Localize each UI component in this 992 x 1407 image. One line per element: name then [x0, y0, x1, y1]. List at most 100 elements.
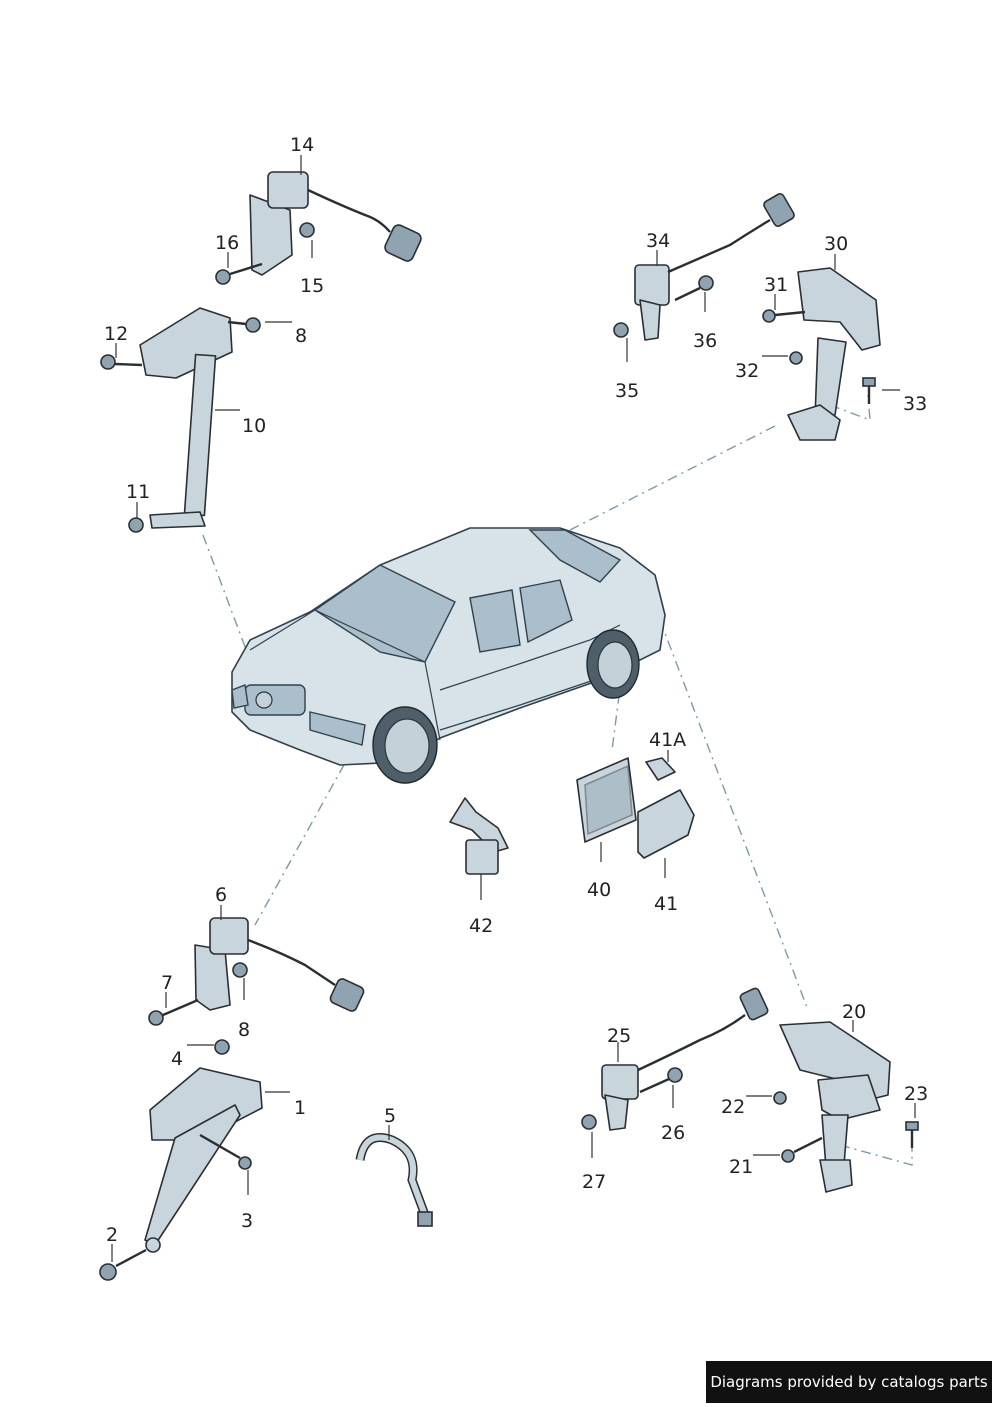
bolt-12-head — [100, 354, 116, 370]
nut-4 — [214, 1039, 230, 1055]
car-grille — [244, 684, 306, 716]
rod-1 — [144, 1104, 241, 1246]
bolt-26-shaft — [639, 1077, 670, 1094]
rod-1-end — [145, 1237, 161, 1253]
car-rear-rim — [597, 641, 633, 689]
car-front-rim — [384, 718, 430, 774]
callout-34: 34 — [646, 230, 671, 252]
control-unit-40 — [576, 757, 637, 843]
cable-tie-head — [417, 1211, 433, 1227]
bolt-31-head — [762, 309, 776, 323]
sensor-group-14 — [215, 171, 422, 285]
nut-8-lower — [232, 962, 248, 978]
link-front-left-sensor — [202, 534, 251, 661]
bolt-3-head — [238, 1156, 252, 1170]
callout-2: 2 — [106, 1224, 119, 1246]
sensor-6-wire — [247, 938, 336, 986]
callout-11: 11 — [126, 481, 151, 503]
sensor-group-20 — [581, 987, 919, 1193]
bolt-21-head — [781, 1149, 795, 1163]
clip-41a — [645, 757, 676, 781]
bolt-36-shaft — [674, 286, 701, 302]
car-headlight-right — [309, 711, 366, 746]
sensor-34-wire — [667, 218, 771, 274]
callout-8-top: 8 — [295, 325, 308, 347]
callout-1: 1 — [294, 1097, 307, 1119]
link-bolt-23 — [839, 1140, 913, 1166]
sensor-14-plug — [384, 224, 422, 262]
rod-20-foot — [819, 1159, 853, 1193]
nut-2 — [99, 1263, 117, 1281]
callout-21: 21 — [729, 1156, 754, 1178]
car-headlight-left — [231, 684, 249, 709]
nut-11 — [128, 517, 144, 533]
bracket-34 — [639, 299, 661, 341]
callout-23: 23 — [904, 1083, 929, 1105]
sensor-group-1 — [99, 1039, 263, 1281]
nut-27 — [581, 1114, 597, 1130]
car-side-window-rear — [519, 579, 573, 644]
bolt-23-head — [905, 1121, 919, 1131]
sensor-20-body — [817, 1074, 881, 1121]
callout-14: 14 — [290, 134, 315, 156]
credit-text: Diagrams provided by catalogs parts — [710, 1373, 988, 1391]
bolt-26-head — [667, 1067, 683, 1083]
callout-5: 5 — [384, 1105, 397, 1127]
bolt-12-shaft — [114, 362, 143, 367]
bolt-7-shaft — [162, 998, 199, 1017]
callout-10: 10 — [242, 415, 267, 437]
cable-tie-5 — [355, 1133, 433, 1227]
stud-8-top — [227, 320, 247, 326]
callout-30: 30 — [824, 233, 849, 255]
callout-6: 6 — [215, 884, 228, 906]
sensor-6-plug — [329, 978, 365, 1012]
callout-35: 35 — [615, 380, 640, 402]
sensor-group-10 — [100, 307, 261, 533]
sensor-25-plug — [739, 987, 769, 1021]
rod-30 — [814, 337, 847, 419]
sensor-25-wire — [637, 1014, 746, 1072]
nut-15 — [299, 222, 315, 238]
callout-22: 22 — [721, 1096, 746, 1118]
link-rear-right-sensor — [569, 425, 776, 531]
callout-20: 20 — [842, 1001, 867, 1023]
sensor-42-body — [465, 839, 499, 875]
sensor-group-30 — [613, 193, 881, 441]
callout-41a: 41A — [649, 729, 687, 751]
sensor-group-6 — [148, 917, 365, 1026]
bolt-36-head — [698, 275, 714, 291]
bracket-42-top — [449, 797, 509, 853]
bracket-30 — [797, 267, 881, 351]
callout-31: 31 — [764, 274, 789, 296]
bolt-31-shaft — [774, 310, 806, 317]
callout-42: 42 — [469, 915, 494, 937]
credit-banner: Diagrams provided by catalogs parts — [706, 1361, 992, 1403]
sensor-34-body — [634, 264, 670, 306]
sensor-34-plug — [763, 193, 795, 227]
callout-33: 33 — [903, 393, 928, 415]
control-unit-group — [449, 757, 695, 875]
link-lower-front-sensor — [254, 744, 356, 926]
sensor-10-body — [139, 307, 233, 379]
bolt-16-head — [215, 269, 231, 285]
callout-25: 25 — [607, 1025, 632, 1047]
stud-2 — [115, 1248, 147, 1268]
bolt-33-head — [862, 377, 876, 387]
callout-15: 15 — [300, 275, 325, 297]
sensor-25-body — [601, 1064, 639, 1100]
car-badge — [255, 691, 273, 709]
nut-35 — [613, 322, 629, 338]
callout-4: 4 — [171, 1048, 184, 1070]
bolt-7-head — [148, 1010, 164, 1026]
nut-32 — [789, 351, 803, 365]
car-side-window-front — [469, 589, 521, 653]
bracket-25 — [604, 1094, 629, 1131]
nut-8-top — [245, 317, 261, 333]
callout-12: 12 — [104, 323, 129, 345]
sensor-6-body — [209, 917, 249, 955]
car-rear-window — [528, 529, 622, 583]
callout-26: 26 — [661, 1122, 686, 1144]
callout-40: 40 — [587, 879, 612, 901]
